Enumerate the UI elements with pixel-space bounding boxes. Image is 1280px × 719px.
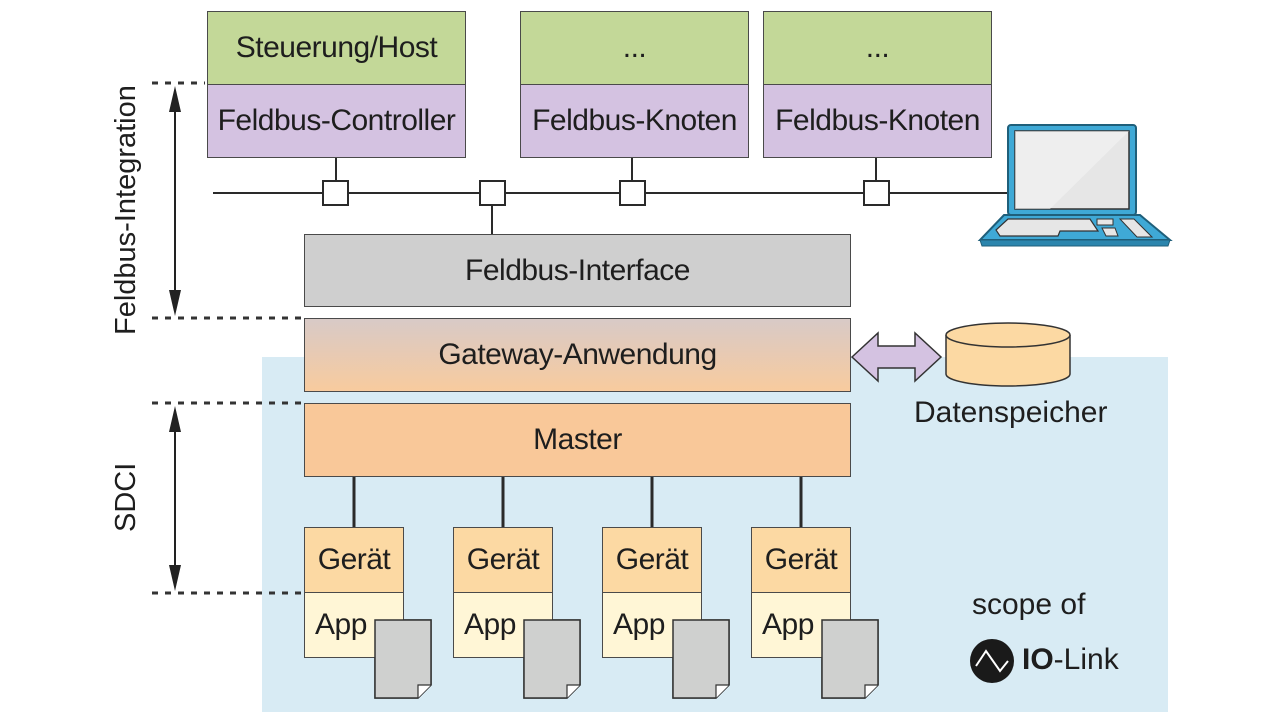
- geraet-box: Gerät: [602, 527, 702, 593]
- feldbus-integration-label: Feldbus-Integration: [110, 85, 142, 335]
- feldbus-knoten-label: Feldbus-Knoten: [775, 104, 980, 137]
- feldbus-controller-box: Feldbus-Controller: [207, 84, 466, 158]
- geraet-label: Gerät: [466, 543, 540, 576]
- steuerung-host-box: Steuerung/Host: [207, 11, 466, 85]
- node-upper-label: ...: [622, 31, 647, 64]
- gateway-anwendung-label: Gateway-Anwendung: [438, 338, 717, 371]
- feldbus-interface-box: Feldbus-Interface: [304, 234, 851, 307]
- geraet-box: Gerät: [304, 527, 404, 593]
- app-label: App: [464, 608, 516, 641]
- sdci-label: SDCI: [110, 462, 142, 532]
- node-upper-box: ...: [520, 11, 749, 85]
- geraet-label: Gerät: [317, 543, 391, 576]
- gateway-anwendung-box: Gateway-Anwendung: [304, 318, 851, 392]
- app-label: App: [613, 608, 665, 641]
- feldbus-knoten-box: Feldbus-Knoten: [763, 84, 992, 158]
- bus-connector: [863, 180, 890, 206]
- app-box: App: [602, 592, 702, 658]
- app-label: App: [762, 608, 814, 641]
- geraet-box: Gerät: [453, 527, 553, 593]
- app-box: App: [453, 592, 553, 658]
- io-link-brand-bold: IO: [1022, 643, 1054, 676]
- sdci-arrow: [169, 406, 181, 591]
- node-upper-label: ...: [865, 31, 890, 64]
- geraet-label: Gerät: [615, 543, 689, 576]
- feldbus-interface-label: Feldbus-Interface: [465, 253, 690, 287]
- io-link-brand-rest: -Link: [1053, 643, 1119, 676]
- geraet-box: Gerät: [751, 527, 851, 593]
- io-link-brand: IO-Link: [1022, 643, 1119, 677]
- feldbus-controller-label: Feldbus-Controller: [217, 104, 456, 137]
- feldbus-integration-arrow: [169, 86, 181, 316]
- double-arrow-icon: [850, 331, 943, 383]
- io-link-logo-icon: [970, 639, 1014, 683]
- database-icon: [945, 322, 1071, 387]
- app-label: App: [315, 608, 367, 641]
- geraet-label: Gerät: [764, 543, 838, 576]
- feldbus-knoten-label: Feldbus-Knoten: [532, 104, 737, 137]
- bus-connector: [619, 180, 646, 206]
- scope-of-label: scope of: [972, 588, 1086, 621]
- feldbus-knoten-box: Feldbus-Knoten: [520, 84, 749, 158]
- steuerung-host-label: Steuerung/Host: [235, 31, 438, 64]
- bus-connector: [479, 180, 506, 206]
- master-label: Master: [533, 423, 622, 456]
- master-box: Master: [304, 403, 851, 477]
- laptop-icon: [977, 124, 1173, 247]
- app-box: App: [304, 592, 404, 658]
- app-box: App: [751, 592, 851, 658]
- node-upper-box: ...: [763, 11, 992, 85]
- bus-connector: [322, 180, 349, 206]
- datenspeicher-label: Datenspeicher: [914, 396, 1108, 429]
